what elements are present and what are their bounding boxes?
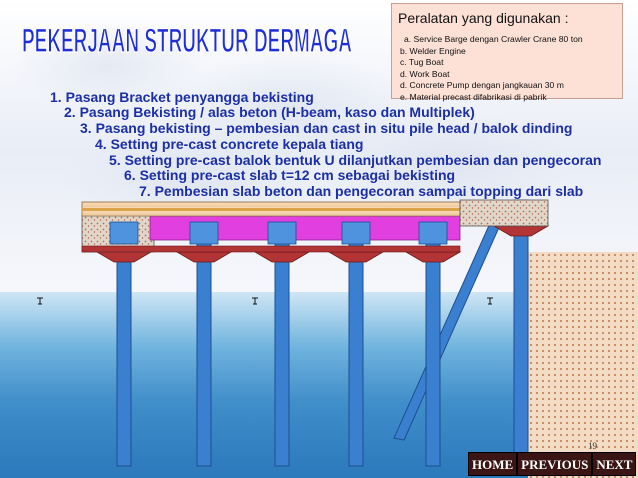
water-level-icon: [37, 297, 43, 305]
pile: [348, 229, 364, 467]
bracket: [492, 225, 550, 237]
equipment-item: b. Welder Engine: [400, 45, 466, 56]
pile: [196, 229, 212, 467]
home-button[interactable]: HOME: [468, 452, 518, 476]
equipment-item: d. Work Boat: [400, 68, 450, 79]
water-level-markers: [37, 297, 493, 305]
pile-head-group: [109, 221, 448, 245]
previous-button[interactable]: PREVIOUS: [517, 452, 593, 476]
topping-slab: [459, 199, 549, 227]
equipment-item: e. Material precast difabrikasi di pabri…: [400, 91, 547, 102]
bracket-group: [95, 225, 550, 263]
step-1: 1. Pasang Bracket penyangga bekisting: [50, 89, 314, 105]
pile-head: [189, 221, 219, 245]
water-level-icon: [487, 297, 493, 305]
pile-head: [109, 221, 139, 245]
bracket: [95, 251, 153, 263]
formwork-strip: [81, 245, 461, 253]
equipment-list: a. Service Barge dengan Crawler Crane 80…: [400, 34, 583, 103]
step-6: 6. Setting pre-cast slab t=12 cm sebagai…: [124, 167, 456, 183]
bracket: [327, 251, 385, 263]
equipment-heading: Peralatan yang digunakan :: [398, 10, 569, 26]
equipment-item: a. Service Barge dengan Crawler Crane 80…: [404, 34, 583, 44]
step-3: 3. Pasang bekisting – pembesian dan cast…: [80, 120, 573, 136]
pile: [274, 229, 290, 467]
page-number: 19: [588, 441, 597, 451]
pile-head: [418, 221, 448, 245]
title-text: PEKERJAAN STRUKTUR DERMAGA: [22, 22, 352, 60]
step-2: 2. Pasang Bekisting / alas beton (H-beam…: [64, 104, 475, 120]
pile: [116, 229, 132, 467]
step-5: 5. Setting pre-cast balok bentuk U dilan…: [109, 152, 602, 168]
water-level-icon: [252, 297, 258, 305]
slide-title: PEKERJAAN STRUKTUR DERMAGA: [21, 21, 352, 60]
navigation-bar: HOME PREVIOUS NEXT: [468, 452, 637, 476]
equipment-item: c. Tug Boat: [400, 57, 444, 67]
slab-reinforcement: [82, 208, 460, 211]
equipment-box: Peralatan yang digunakan : a. Service Ba…: [391, 3, 623, 102]
pile-head: [341, 221, 371, 245]
pile-head: [267, 221, 297, 245]
next-button[interactable]: NEXT: [592, 452, 637, 476]
bracket: [404, 251, 462, 263]
pile: [513, 199, 529, 467]
pile: [425, 229, 441, 467]
equipment-item: d. Concrete Pump dengan jangkauan 30 m: [400, 80, 564, 90]
soil-embankment: [528, 252, 638, 478]
step-4: 4. Setting pre-cast concrete kepala tian…: [95, 136, 364, 152]
bracket: [175, 251, 233, 263]
bracket: [253, 251, 311, 263]
step-7: 7. Pembesian slab beton dan pengecoran s…: [139, 183, 584, 199]
